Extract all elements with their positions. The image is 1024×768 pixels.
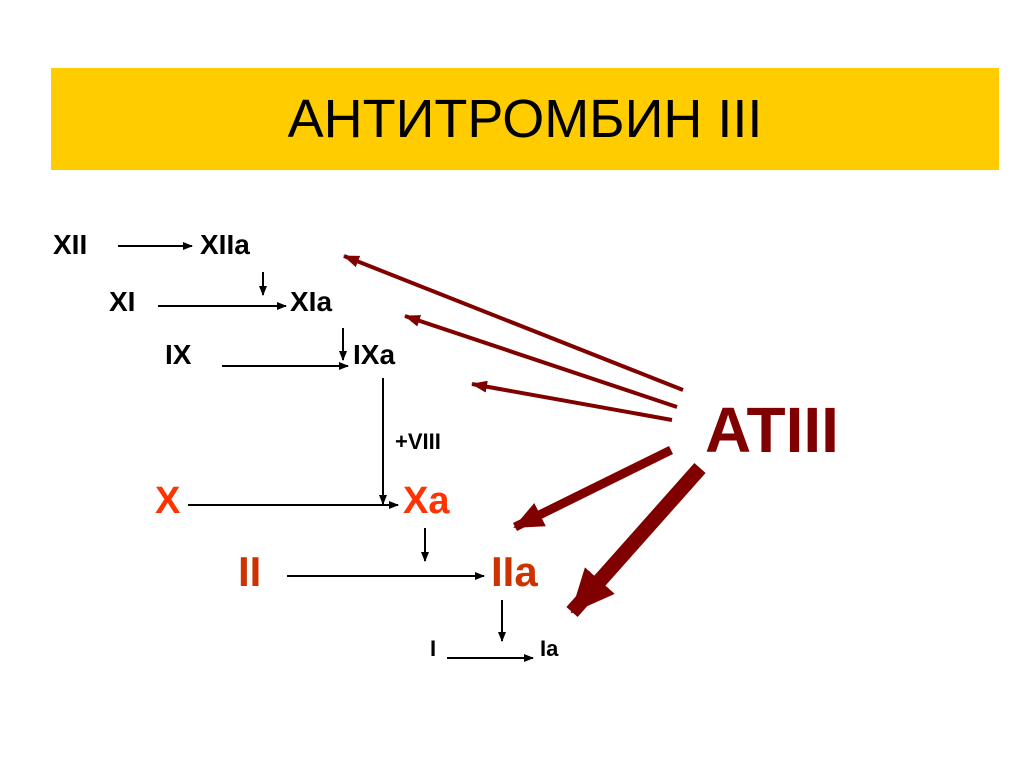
factor-i: I — [430, 636, 437, 661]
factor-xa: Xa — [403, 480, 450, 522]
inhibition-arrow-iia — [566, 463, 706, 617]
inhibition-arrow-xiia — [343, 254, 684, 392]
factor-xi: XI — [109, 286, 136, 317]
factor-xiia: XIIa — [200, 229, 250, 260]
factor-iia: IIa — [491, 548, 538, 595]
inhibition-arrow-xia — [404, 314, 678, 409]
inhibition-arrow-xa — [513, 445, 673, 532]
inhibition-arrow-ixa — [471, 380, 673, 422]
title-band: АНТИТРОМБИН III — [51, 68, 999, 170]
factor-ixa: IXa — [353, 339, 396, 370]
factor-xia: XIa — [290, 286, 333, 317]
factor-x: X — [155, 480, 181, 522]
cofactor-viii: +VIII — [395, 429, 441, 454]
slide-title: АНТИТРОМБИН III — [287, 89, 763, 149]
factor-ix: IX — [165, 339, 192, 370]
factor-xii: XII — [53, 229, 88, 260]
factor-ia: Ia — [540, 636, 559, 661]
inhibitor-atiii: ATIII — [705, 394, 839, 466]
factor-ii: II — [238, 548, 262, 595]
